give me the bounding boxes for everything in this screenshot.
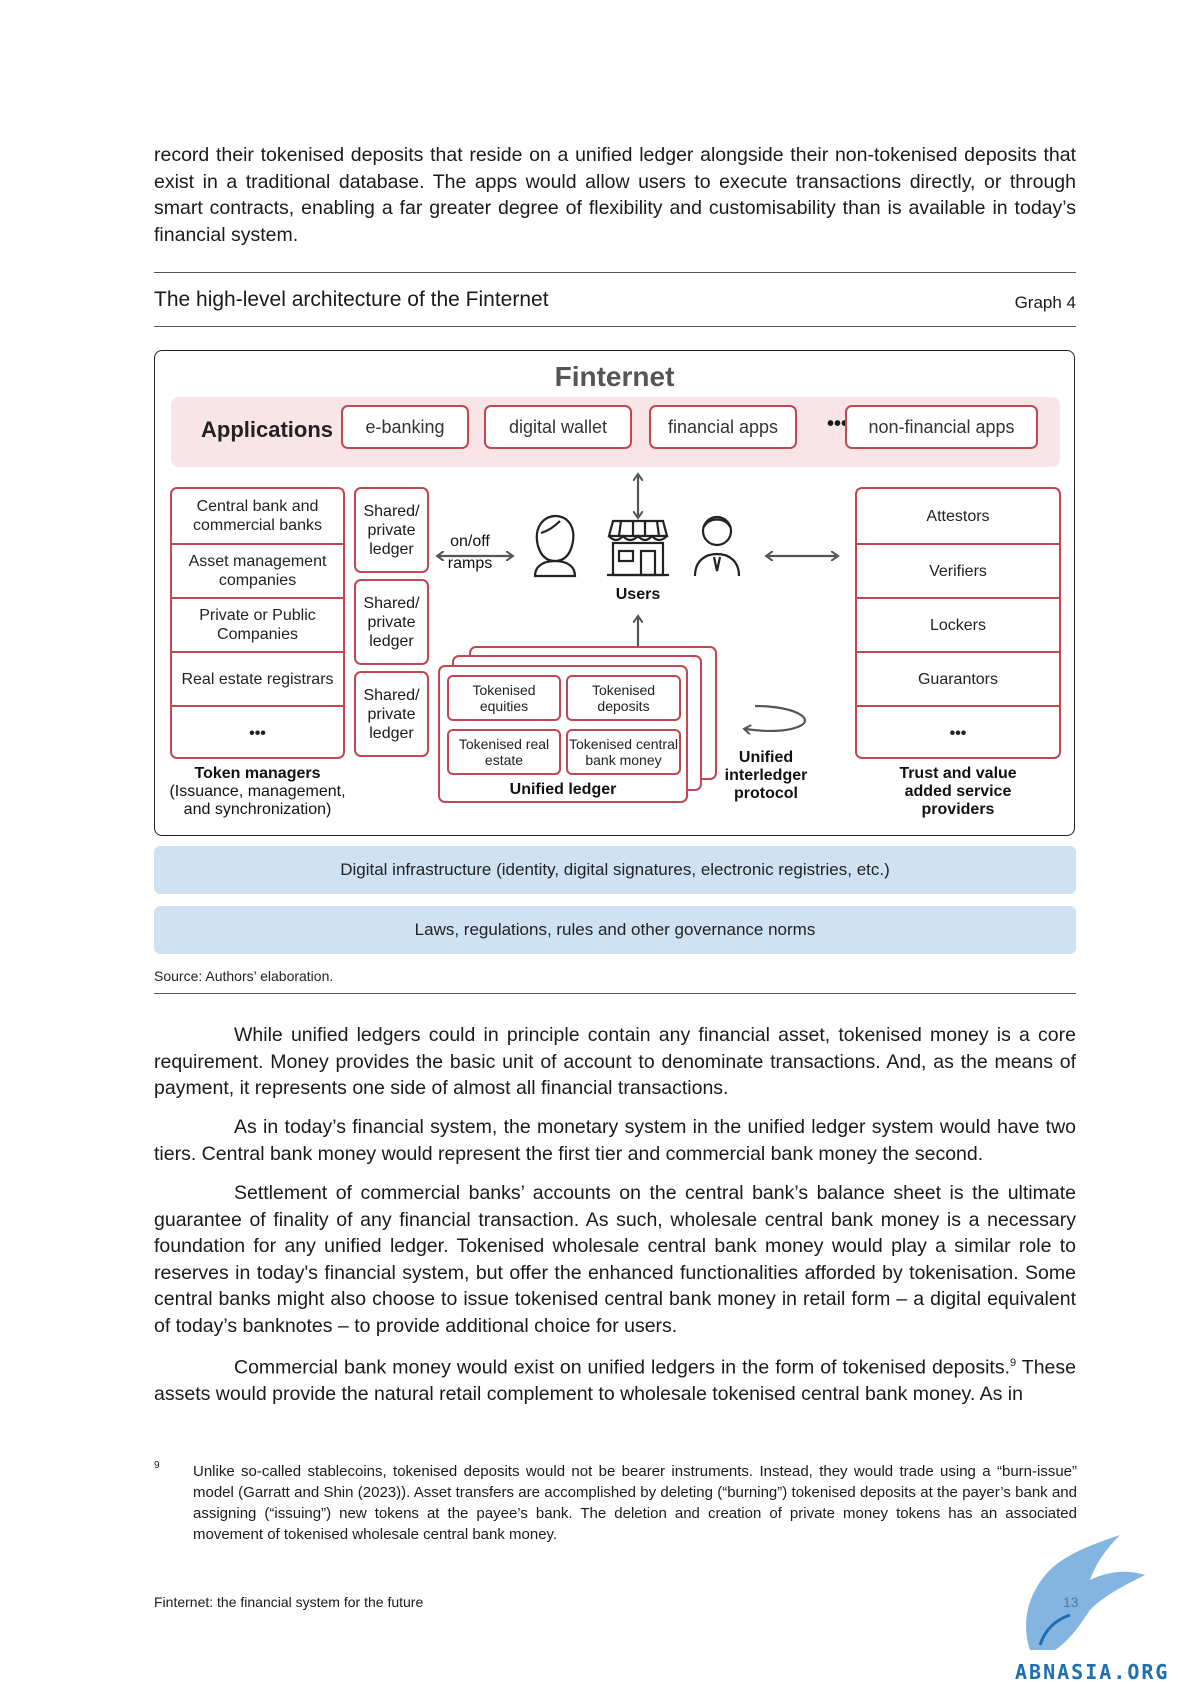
tokenised-real-estate: Tokenised real estate (447, 729, 561, 775)
footnote-number: 9 (154, 1460, 160, 1471)
graph-top-rule (154, 272, 1076, 273)
intro-paragraph: record their tokenised deposits that res… (154, 144, 1076, 246)
footnote-reference[interactable]: 9 (1010, 1357, 1017, 1369)
graph-source: Source: Authors’ elaboration. (154, 968, 334, 984)
user-woman-icon (533, 514, 577, 578)
token-managers-subtitle: (Issuance, management, and synchronizati… (169, 783, 346, 818)
trust-verifiers: Verifiers (857, 543, 1059, 597)
finternet-figure: Finternet Applications e-banking digital… (154, 350, 1075, 836)
trust-lockers: Lockers (857, 597, 1059, 651)
token-manager-central-banks: Central bank and commercial banks (193, 498, 322, 534)
shared-ledger-1: Shared/ private ledger (354, 487, 429, 573)
unified-ledger-label: Unified ledger (509, 781, 617, 798)
applications-band: Applications e-banking digital wallet fi… (171, 397, 1060, 467)
shop-icon (607, 519, 669, 577)
tokenised-deposits: Tokenised deposits (566, 675, 681, 721)
app-e-banking: e-banking (341, 405, 469, 449)
token-managers-stack: Central bank and commercial banks Asset … (170, 487, 345, 759)
trust-attestors: Attestors (926, 507, 990, 525)
governance-band: Laws, regulations, rules and other gover… (154, 906, 1076, 954)
token-managers-caption: Token managers (Issuance, management, an… (160, 765, 355, 819)
token-manager-ellipsis: ••• (172, 705, 343, 759)
body-paragraph-2: As in today’s financial system, the mone… (154, 1116, 1076, 1165)
app-financial-apps: financial apps (649, 405, 797, 449)
body-paragraph-4-start: Commercial bank money would exist on uni… (234, 1356, 1011, 1379)
trust-providers-stack: Attestors Verifiers Lockers Guarantors •… (855, 487, 1061, 759)
tokenised-equities: Tokenised equities (447, 675, 561, 721)
token-manager-asset-management: Asset management companies (172, 543, 343, 597)
watermark-dragon-logo (1026, 1535, 1145, 1650)
body-paragraph-3: Settlement of commercial banks’ accounts… (154, 1182, 1076, 1337)
trust-ellipsis: ••• (857, 705, 1059, 759)
digital-infrastructure-band: Digital infrastructure (identity, digita… (154, 846, 1076, 894)
body-paragraph-4-end: These assets would provide the natural r… (154, 1356, 1076, 1406)
applications-label: Applications (201, 417, 334, 442)
figure-title: Finternet (554, 361, 675, 392)
graph-title-rule (154, 326, 1076, 327)
unified-ledger: Tokenised equities Tokenised deposits To… (438, 665, 688, 803)
token-manager-companies: Private or Public Companies (172, 597, 343, 651)
shared-ledger-2: Shared/ private ledger (354, 579, 429, 665)
graph-title: The high-level architecture of the Finte… (154, 288, 549, 311)
token-manager-real-estate: Real estate registrars (172, 651, 343, 705)
applications-ellipsis: ••• (827, 413, 849, 435)
watermark-text: ABNASIA.ORG (1015, 1660, 1170, 1684)
app-non-financial-apps: non-financial apps (845, 405, 1038, 449)
interledger-protocol-label: Unified interledger protocol (724, 749, 808, 802)
shared-ledger-3: Shared/ private ledger (354, 671, 429, 757)
user-man-icon (693, 515, 741, 577)
footnote-text: Unlike so-called stablecoins, tokenised … (193, 1463, 1077, 1543)
tokenised-central-bank-money: Tokenised central bank money (566, 729, 681, 775)
body-paragraph-1: While unified ledgers could in principle… (154, 1024, 1076, 1099)
users-label: Users (615, 586, 661, 603)
app-digital-wallet: digital wallet (484, 405, 632, 449)
token-managers-title: Token managers (194, 765, 321, 782)
users-connector-graphics (155, 351, 1073, 834)
protocol-loop-arrow (745, 704, 807, 731)
footer-title: Finternet: the financial system for the … (154, 1594, 424, 1610)
body-paragraph-4: Commercial bank money would exist on uni… (154, 1350, 1076, 1408)
trust-providers-caption: Trust and value added service providers (899, 765, 1017, 818)
graph-bottom-rule (154, 993, 1076, 994)
trust-guarantors: Guarantors (857, 651, 1059, 705)
graph-number: Graph 4 (1014, 293, 1076, 312)
